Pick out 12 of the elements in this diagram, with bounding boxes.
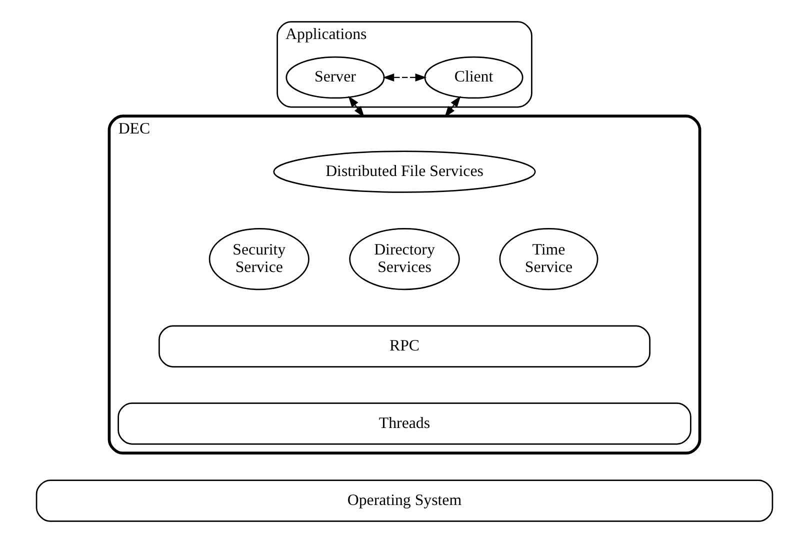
node-ellipse: Client (424, 56, 523, 99)
node-ellipse: Time Service (498, 228, 598, 290)
node-ellipse: Security Service (208, 228, 309, 290)
node-box: RPC (158, 325, 650, 368)
arrow (444, 96, 460, 118)
node-box: Threads (117, 402, 691, 445)
node-box: Operating System (35, 480, 773, 522)
arrow (348, 96, 364, 118)
node-ellipse: Directory Services (348, 228, 460, 290)
node-ellipse: Server (285, 56, 384, 99)
node-ellipse: Distributed File Services (272, 150, 536, 193)
arrow (382, 74, 426, 82)
